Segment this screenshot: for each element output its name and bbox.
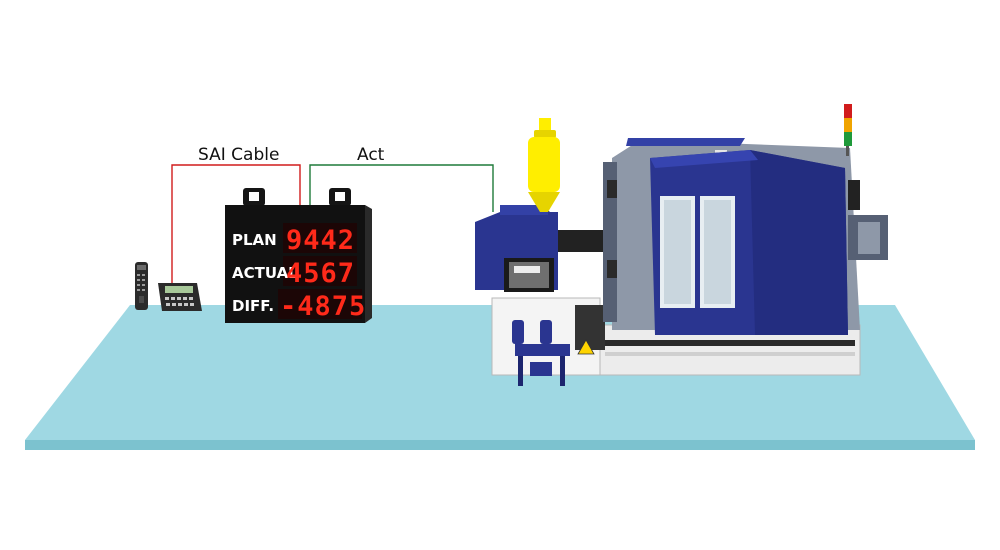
keypad-controller-icon bbox=[158, 283, 202, 311]
tower-light-icon bbox=[844, 104, 852, 156]
act-cable-label: Act bbox=[357, 145, 385, 165]
actual-label: ACTUAL bbox=[232, 264, 298, 282]
actual-value: 4567 bbox=[286, 258, 355, 289]
act-cable bbox=[309, 164, 494, 212]
remote-control-icon bbox=[135, 262, 148, 310]
plan-label: PLAN bbox=[232, 231, 277, 249]
operator-chairs bbox=[512, 320, 570, 386]
diff-value: -4875 bbox=[280, 291, 366, 322]
sai-cable-label: SAI Cable bbox=[198, 145, 279, 165]
injection-machine bbox=[475, 118, 888, 376]
warning-triangle-icon bbox=[577, 339, 595, 355]
plan-value: 9442 bbox=[286, 225, 355, 256]
diff-label: DIFF. bbox=[232, 297, 274, 315]
hopper bbox=[528, 118, 560, 212]
display-board: PLAN 9442 ACTUAL 4567 DIFF. -4875 bbox=[225, 188, 372, 323]
